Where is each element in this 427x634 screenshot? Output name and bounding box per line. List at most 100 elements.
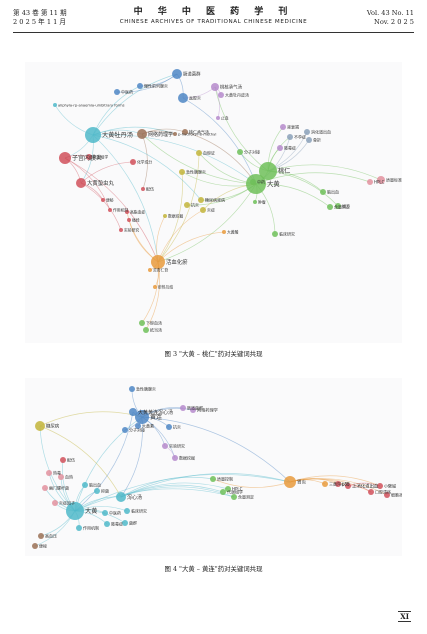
keyword-node [125,210,129,214]
keyword-label: 代谢组学 [227,488,243,494]
keyword-label: 肾衰竭 [287,123,299,129]
keyword-node [166,424,172,430]
keyword-node [137,83,143,89]
keyword-label: 质量标准 [386,176,402,182]
cooccurrence-link [214,86,220,119]
keyword-label: 血热 [65,473,73,479]
keyword-label: 黄连 [150,413,162,421]
keyword-node [172,69,182,79]
keyword-node [143,327,149,333]
keyword-node [246,174,266,194]
cooccurrence-link [92,134,159,263]
keyword-label: 大黄酸 [227,229,239,234]
keyword-label: 炎症因子 [59,499,75,505]
cooccurrence-link [92,134,257,185]
keyword-label: 实验研究 [169,442,185,448]
edge-layer [34,388,388,547]
keyword-label: 大黄牡丹汤 [102,131,133,139]
keyword-label: 脓毒症 [284,144,296,150]
keyword-label: 经方 [342,202,350,208]
keyword-label: 中医药 [109,509,121,515]
issue-date: 2 0 2 5 年 1 1 月 [13,18,67,26]
figure-4-graph: 大黄黄连泻心汤大黄黄连泻心汤网络药理学急性胰腺炎糖尿病幽门螺杆菌胃炎上消化道出血… [32,385,402,549]
keyword-node [76,525,82,531]
keyword-node [66,502,84,520]
keyword-label: 分子对接 [244,148,260,154]
keyword-node [377,176,385,184]
keyword-node [210,476,216,482]
keyword-label: 高血压 [45,532,57,538]
keyword-node [130,159,136,165]
keyword-label: 不孕症 [294,133,306,139]
keyword-node [218,92,224,98]
keyword-node [190,407,196,413]
keyword-node [222,230,226,234]
cooccurrence-link [39,425,122,498]
keyword-label: 肠道菌群 [187,404,203,410]
keyword-label: 代谢组学 [93,154,108,159]
keyword-label: 脓毒症 [111,520,123,526]
keyword-label: 大黄牡丹皮汤 [225,91,249,97]
keyword-label: 上消化道出血 [352,483,379,490]
keyword-label: 糖尿病 [46,423,60,430]
cooccurrence-link [64,157,159,263]
cooccurrence-link [74,474,291,512]
keyword-node [173,132,177,136]
figure-4-network: 大黄黄连泻心汤大黄黄连泻心汤网络药理学急性胰腺炎糖尿病幽门螺杆菌胃炎上消化道出血… [25,378,402,556]
keyword-node [178,93,188,103]
keyword-node [287,134,293,140]
keyword-node [306,137,312,143]
keyword-label: 实验研究 [124,227,139,232]
keyword-label: 抗炎 [173,423,181,429]
keyword-label: 大黄蛰虫丸 [87,179,115,187]
keyword-node [384,492,390,498]
keyword-node [163,214,167,218]
keyword-node [53,103,57,107]
page-number: XI [398,611,411,622]
keyword-node [182,129,188,135]
keyword-node [250,179,256,185]
keyword-label: 热毒 [53,469,61,475]
keyword-label: 脑出血 [327,188,339,194]
keyword-node [35,421,45,431]
keyword-node [85,127,101,143]
keyword-node [216,116,220,120]
keyword-node [172,455,178,461]
keyword-label: 痛经 [132,217,140,222]
keyword-node [139,320,145,326]
keyword-label: 大黄 [267,179,280,188]
keyword-label: 高脂血症 [130,209,145,214]
keyword-node [259,162,277,180]
keyword-label: 苦杏仁苷 [153,267,168,272]
keyword-label: 急性胰腺炎 [136,385,156,391]
keyword-label: 糖尿病肾病 [205,196,225,202]
figure-3-graph: 大黄牡丹汤桃仁大黄子宫内膜炎大黄蛰虫丸网络药理学活血化瘀桃核承气汤大黄牡丹皮汤p… [53,69,402,333]
cooccurrence-link [80,182,122,231]
keyword-node [180,405,186,411]
keyword-node [148,268,152,272]
figure-3-caption: 图 3 "大黄 – 桃仁"药对关键词共现 [164,350,263,358]
cooccurrence-link [157,231,225,263]
keyword-label: 配伍 [146,185,154,191]
cooccurrence-link [120,484,224,498]
keyword-label: 细胞凋亡 [391,491,402,497]
keyword-node [38,533,44,539]
cooccurrence-link [157,152,200,263]
keyword-node [137,129,147,139]
keyword-node [151,255,165,269]
cooccurrence-link [289,475,381,487]
cooccurrence-link [39,425,76,512]
keyword-node [280,124,286,130]
keyword-label: 临床研究 [279,230,295,236]
keyword-label: p-hydroxyl-8-methyl [178,131,216,136]
keyword-label: 网络药理学 [197,406,218,413]
keyword-label: 胃炎 [297,480,307,486]
cooccurrence-link [64,157,111,211]
cooccurrence-link [92,126,176,136]
keyword-node [104,521,110,527]
keyword-node [335,203,341,209]
keyword-label: 作用机制 [113,207,128,212]
keyword-node [327,204,333,210]
keyword-node [108,208,112,212]
cooccurrence-link [212,478,291,488]
